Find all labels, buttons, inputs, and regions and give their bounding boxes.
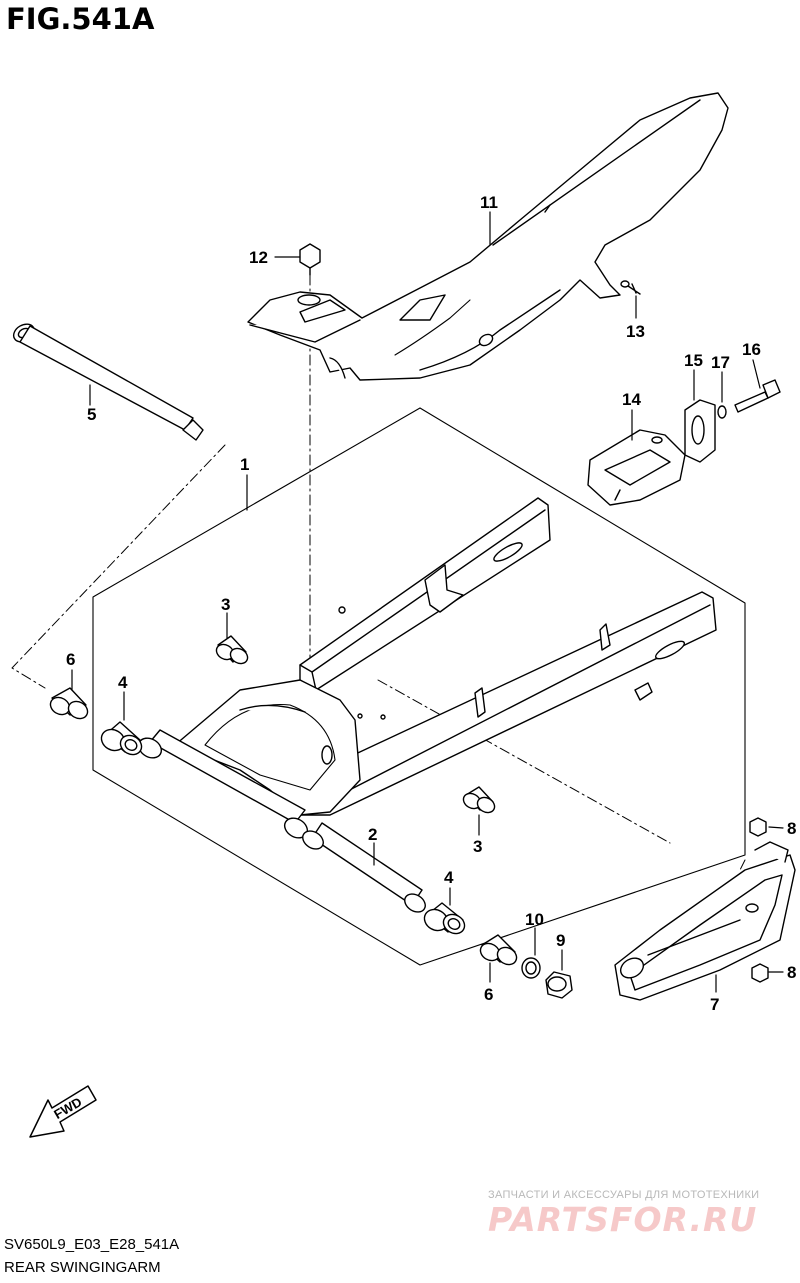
callout-4: 4 — [444, 868, 454, 887]
callout-6: 6 — [66, 650, 75, 669]
callout-1: 1 — [240, 455, 249, 474]
watermark-logo: PARTSFOR.RU — [488, 1200, 758, 1239]
callout-2: 2 — [368, 825, 377, 844]
screw-13 — [620, 280, 641, 295]
callout-4: 4 — [118, 673, 128, 692]
callout-12: 12 — [249, 248, 268, 267]
bolt-16 — [734, 379, 781, 413]
figure-title: FIG.541A — [6, 2, 155, 36]
callout-16: 16 — [742, 340, 761, 359]
collar-tube — [302, 822, 426, 913]
bolt-12 — [299, 243, 321, 276]
callout-6: 6 — [484, 985, 493, 1004]
plate-15 — [684, 399, 716, 463]
callout-15: 15 — [684, 351, 703, 370]
callout-8: 8 — [787, 963, 796, 982]
callout-7: 7 — [710, 995, 719, 1014]
figure-caption: REAR SWINGINGARM — [4, 1259, 161, 1276]
callout-17: 17 — [711, 353, 730, 372]
callout-9: 9 — [556, 931, 565, 950]
swingarm — [137, 497, 717, 839]
bushings — [49, 635, 573, 999]
callout-3: 3 — [221, 595, 230, 614]
leader-lines — [71, 211, 784, 993]
bolts-8 — [749, 817, 769, 983]
callout-labels: 1 2 3 3 4 4 5 6 6 7 8 8 9 10 11 12 13 14… — [66, 193, 796, 1014]
washer-17 — [717, 405, 727, 419]
chain-cover — [247, 92, 729, 381]
callout-11: 11 — [480, 193, 498, 212]
callout-8: 8 — [787, 819, 796, 838]
pivot-shaft — [12, 323, 204, 441]
callout-14: 14 — [622, 390, 641, 409]
fwd-arrow-icon: FWD — [29, 1085, 97, 1138]
callout-10: 10 — [525, 910, 544, 929]
model-code: SV650L9_E03_E28_541A — [4, 1236, 180, 1253]
callout-3: 3 — [473, 837, 482, 856]
chain-guide-14 — [587, 429, 686, 506]
watermark-tagline: ЗАПЧАСТИ И АКСЕССУАРЫ ДЛЯ МОТОТЕХНИКИ — [488, 1189, 760, 1201]
chain-slider-7 — [614, 841, 796, 1001]
callout-5: 5 — [87, 405, 96, 424]
assembly-boundary — [92, 407, 746, 966]
callout-13: 13 — [626, 322, 645, 341]
